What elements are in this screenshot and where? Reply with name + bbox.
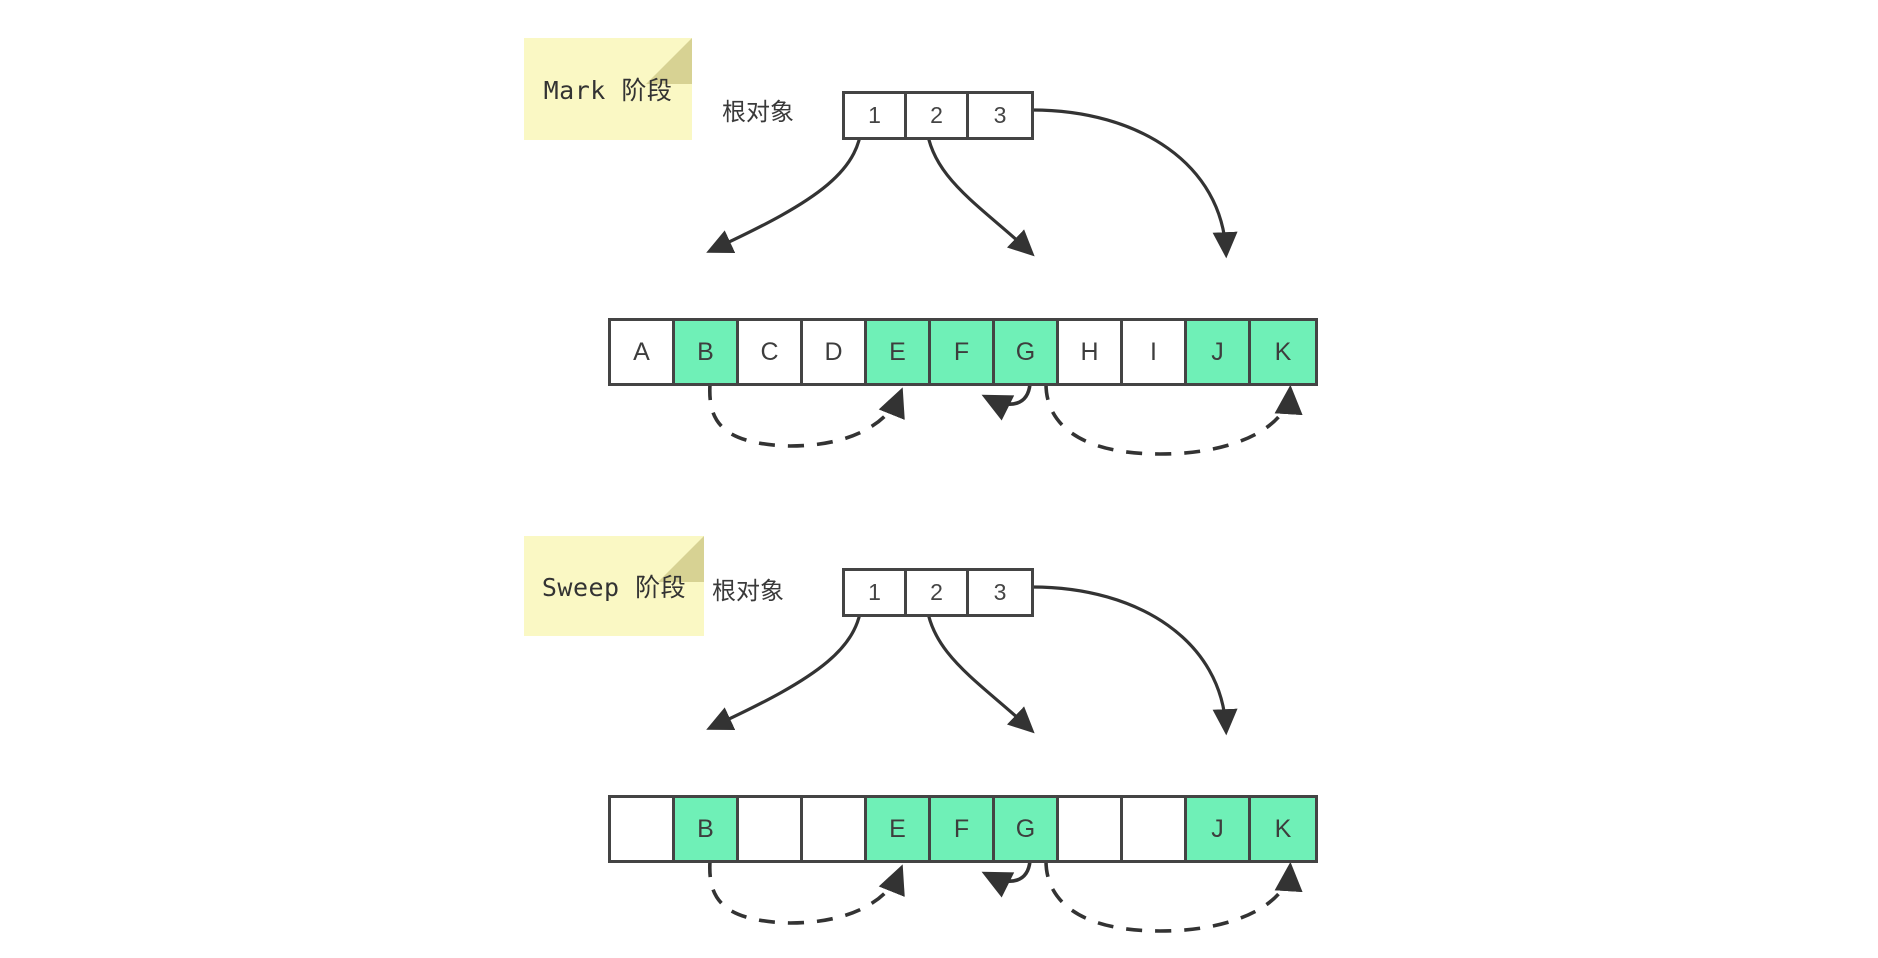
heap-cell-slot-8[interactable] xyxy=(1059,798,1123,860)
heap-cell-d[interactable]: D xyxy=(803,321,867,383)
sweep-heap-row: B E F G J K xyxy=(608,795,1318,863)
object-ref-arrow-B-to-E xyxy=(708,860,905,925)
mark-root-object-row: 1 2 3 xyxy=(842,91,1034,140)
sticky-note-fold-icon xyxy=(646,38,692,84)
heap-cell-f[interactable]: F xyxy=(931,798,995,860)
root-cell[interactable]: 1 xyxy=(845,94,907,137)
object-ref-arrow-B-to-E xyxy=(708,383,905,448)
root-ref-arrow-3-to-J xyxy=(1031,585,1238,736)
heap-cell-c[interactable]: C xyxy=(739,321,803,383)
heap-cell-k[interactable]: K xyxy=(1251,798,1315,860)
heap-cell-h[interactable]: H xyxy=(1059,321,1123,383)
heap-cell-b[interactable]: B xyxy=(675,321,739,383)
heap-cell-a[interactable]: A xyxy=(611,321,675,383)
heap-cell-j[interactable]: J xyxy=(1187,798,1251,860)
sweep-phase-sticky-note: Sweep 阶段 xyxy=(524,536,704,636)
root-cell[interactable]: 3 xyxy=(969,571,1031,614)
root-ref-arrow-1-to-B xyxy=(706,117,864,253)
heap-cell-g[interactable]: G xyxy=(995,798,1059,860)
sweep-phase-arrows xyxy=(706,585,1303,933)
sweep-phase-section: Sweep 阶段 根对象 1 2 3 B E F G J K xyxy=(0,479,1878,958)
heap-cell-f[interactable]: F xyxy=(931,321,995,383)
heap-cell-i[interactable]: I xyxy=(1123,321,1187,383)
sticky-note-fold-icon xyxy=(658,536,704,582)
root-cell[interactable]: 1 xyxy=(845,571,907,614)
heap-cell-e[interactable]: E xyxy=(867,798,931,860)
root-ref-arrow-3-to-J xyxy=(1031,108,1238,259)
sweep-root-object-row: 1 2 3 xyxy=(842,568,1034,617)
heap-cell-b[interactable]: B xyxy=(675,798,739,860)
heap-cell-slot-1[interactable] xyxy=(611,798,675,860)
mark-root-object-label: 根对象 xyxy=(722,99,794,126)
heap-cell-k[interactable]: K xyxy=(1251,321,1315,383)
sweep-phase-note-label: Sweep 阶段 xyxy=(541,573,687,602)
root-ref-arrow-1-to-B xyxy=(706,594,864,730)
root-cell[interactable]: 2 xyxy=(907,571,969,614)
root-cell[interactable]: 2 xyxy=(907,94,969,137)
mark-phase-note-label: Mark 阶段 xyxy=(543,76,673,105)
mark-phase-arrows xyxy=(706,108,1303,456)
sweep-root-object-label: 根对象 xyxy=(712,578,784,605)
object-ref-arrow-G-to-K xyxy=(1044,860,1303,933)
object-ref-arrow-G-to-F xyxy=(981,383,1032,421)
mark-phase-section: Mark 阶段 根对象 1 2 3 A B C D E F G H I J K xyxy=(524,38,1318,456)
mark-phase-sticky-note: Mark 阶段 xyxy=(524,38,692,140)
heap-cell-e[interactable]: E xyxy=(867,321,931,383)
heap-cell-slot-3[interactable] xyxy=(739,798,803,860)
mark-heap-row: A B C D E F G H I J K xyxy=(608,318,1318,386)
object-ref-arrow-G-to-F xyxy=(981,860,1032,898)
heap-cell-j[interactable]: J xyxy=(1187,321,1251,383)
heap-cell-slot-9[interactable] xyxy=(1123,798,1187,860)
heap-cell-g[interactable]: G xyxy=(995,321,1059,383)
root-cell[interactable]: 3 xyxy=(969,94,1031,137)
heap-cell-slot-4[interactable] xyxy=(803,798,867,860)
object-ref-arrow-G-to-K xyxy=(1044,383,1303,456)
